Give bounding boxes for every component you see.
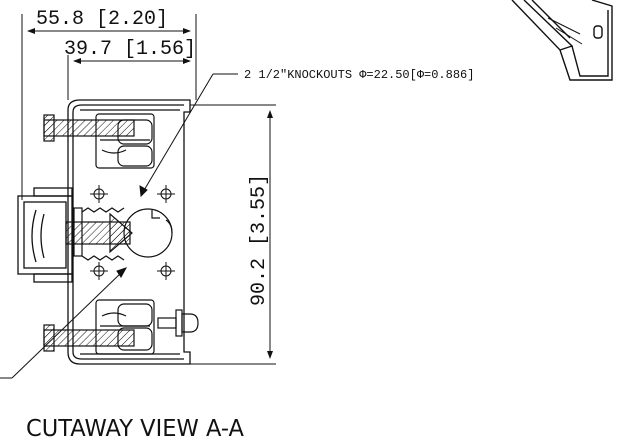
upper-terminal	[43, 113, 155, 169]
knockout-circle	[123, 208, 173, 258]
overall-width-dimension	[21, 14, 197, 200]
inner-width-label: 39.7 [1.56]	[64, 38, 196, 61]
knockout-leader	[139, 73, 238, 198]
isometric-detail	[511, 0, 613, 81]
overall-width-label: 55.8 [2.20]	[36, 8, 168, 31]
height-dimension	[190, 104, 276, 365]
section-leader	[0, 267, 128, 379]
threaded-fitting	[65, 207, 133, 261]
view-caption: CUTAWAY VIEW A-A	[26, 416, 244, 442]
ground-screw	[157, 309, 199, 337]
lower-terminal	[43, 299, 155, 355]
mounting-holes	[90, 185, 175, 280]
height-label: 90.2 [3.55]	[248, 174, 271, 306]
inner-width-dimension	[67, 55, 191, 100]
connector-housing	[17, 187, 73, 283]
knockouts-note: 2 1/2"KNOCKOUTS Φ=22.50[Φ=0.886]	[244, 68, 474, 82]
